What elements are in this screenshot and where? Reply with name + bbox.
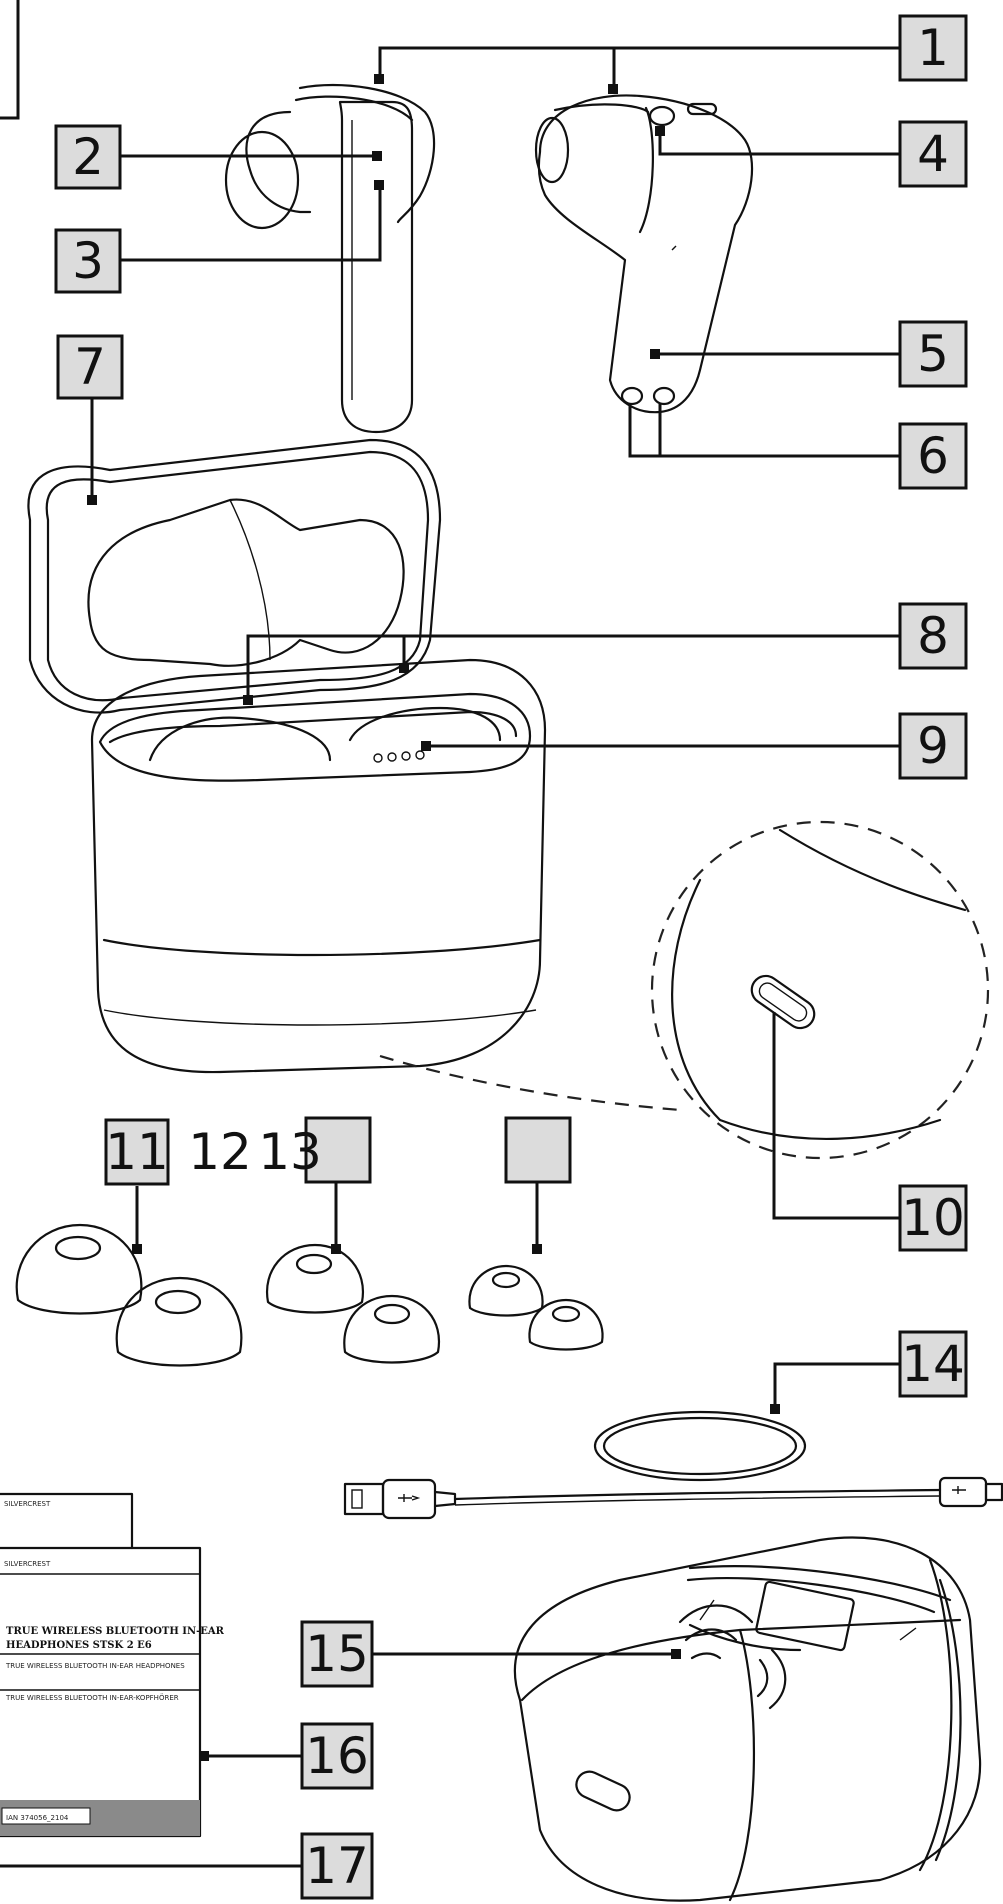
earbud-front-view bbox=[224, 83, 436, 434]
callout-blank bbox=[504, 1116, 572, 1184]
callout-12: 12 bbox=[188, 1123, 252, 1181]
frame-corner bbox=[0, 0, 20, 120]
callout-8: 8 bbox=[898, 602, 968, 670]
callout-11: 11 bbox=[104, 1118, 170, 1186]
svg-text:11: 11 bbox=[105, 1123, 169, 1181]
callout-15: 15 bbox=[300, 1620, 374, 1688]
callout-5: 5 bbox=[898, 320, 968, 388]
manual-title-line1: TRUE WIRELESS BLUETOOTH IN-EAR bbox=[6, 1626, 225, 1637]
callout-17: 17 bbox=[300, 1832, 374, 1900]
manual-brand-front: SILVERCREST bbox=[4, 1560, 51, 1568]
svg-text:13: 13 bbox=[258, 1123, 322, 1181]
callout-6: 6 bbox=[898, 422, 968, 490]
usb-cable bbox=[343, 1410, 1003, 1520]
svg-text:12: 12 bbox=[188, 1123, 252, 1181]
callout-7: 7 bbox=[56, 334, 124, 400]
callout-16: 16 bbox=[300, 1722, 374, 1790]
svg-text:15: 15 bbox=[305, 1625, 369, 1683]
svg-text:3: 3 bbox=[72, 232, 104, 290]
leader-lines bbox=[0, 46, 900, 1868]
charging-case-closed bbox=[513, 1536, 982, 1902]
svg-text:10: 10 bbox=[901, 1189, 965, 1247]
callout-14: 14 bbox=[898, 1330, 968, 1398]
user-manual: SILVERCREST SILVERCREST TRUE WIRELESS BL… bbox=[0, 1492, 225, 1838]
callouts: 1 2 3 4 5 6 7 8 9 10 11 12 13 14 15 16 1… bbox=[54, 14, 968, 1900]
svg-text:1: 1 bbox=[917, 19, 949, 77]
callout-1: 1 bbox=[898, 14, 968, 82]
svg-text:8: 8 bbox=[917, 607, 949, 665]
manual-lang-line1: TRUE WIRELESS BLUETOOTH IN-EAR HEADPHONE… bbox=[5, 1662, 185, 1670]
svg-text:14: 14 bbox=[901, 1335, 965, 1393]
svg-text:4: 4 bbox=[917, 125, 949, 183]
svg-text:6: 6 bbox=[917, 427, 949, 485]
usb-port-zoom bbox=[379, 820, 990, 1160]
callout-2: 2 bbox=[54, 124, 122, 190]
callout-9: 9 bbox=[898, 712, 968, 780]
manual-title-line2: HEADPHONES STSK 2 E6 bbox=[6, 1640, 152, 1651]
callout-3: 3 bbox=[54, 228, 122, 294]
svg-text:9: 9 bbox=[917, 717, 949, 775]
callout-10: 10 bbox=[898, 1184, 968, 1252]
svg-text:5: 5 bbox=[917, 325, 949, 383]
callout-4: 4 bbox=[898, 120, 968, 188]
svg-text:17: 17 bbox=[305, 1837, 369, 1895]
svg-text:7: 7 bbox=[74, 338, 106, 396]
svg-text:2: 2 bbox=[72, 128, 104, 186]
ear-tips bbox=[15, 1223, 604, 1367]
svg-text:16: 16 bbox=[305, 1727, 369, 1785]
manual-brand-back: SILVERCREST bbox=[4, 1500, 51, 1508]
charging-case-open bbox=[27, 438, 547, 1074]
manual-ian: IAN 374056_2104 bbox=[6, 1814, 69, 1822]
manual-lang-line2: TRUE WIRELESS BLUETOOTH IN-EAR-KOPFHÖRER bbox=[5, 1693, 179, 1702]
callout-13: 13 bbox=[258, 1116, 372, 1184]
earbud-side-view bbox=[534, 94, 754, 414]
